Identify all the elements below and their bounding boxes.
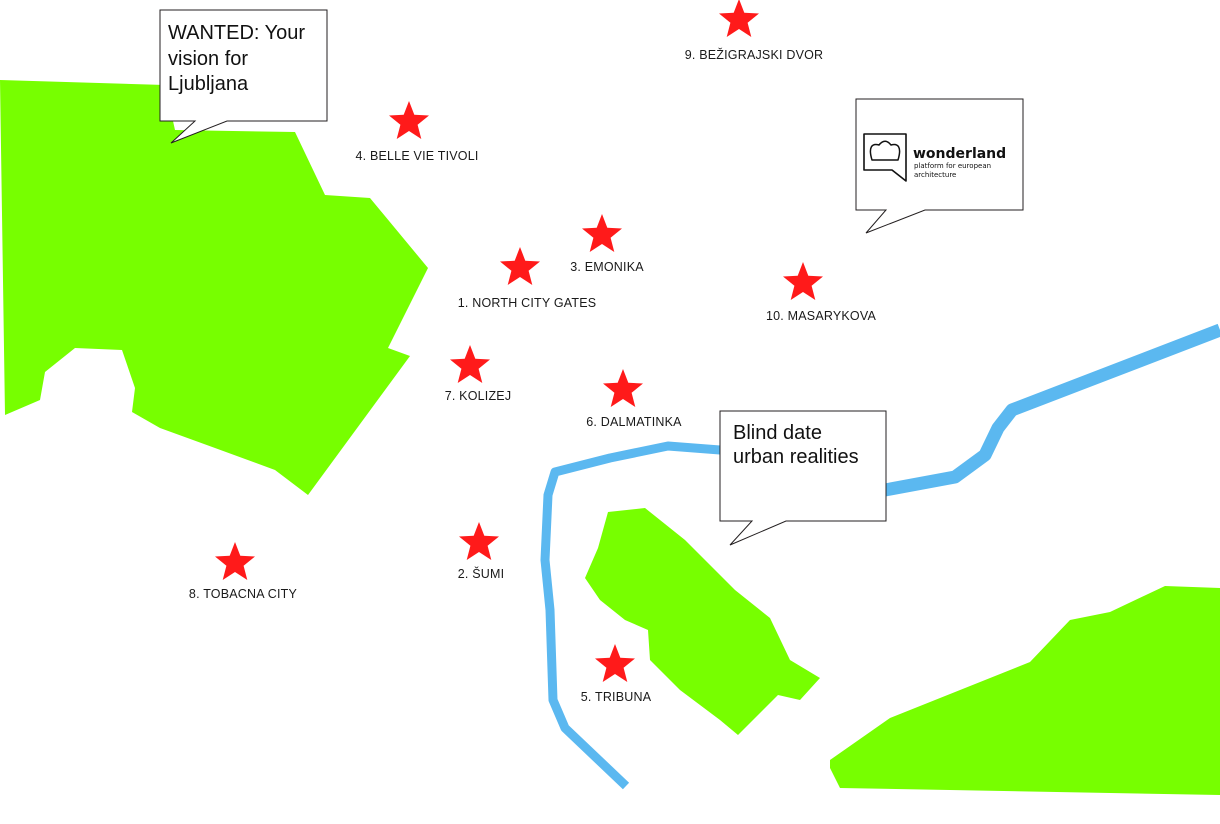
park-castle-hill: [585, 508, 820, 735]
site-label-1: 1. NORTH CITY GATES: [458, 296, 597, 310]
river-ljubljanica: [540, 441, 721, 790]
wanted-line-1: WANTED: Your: [168, 22, 305, 44]
site-marker-8[interactable]: 8. TOBACNA CITY: [189, 542, 298, 601]
site-label-7: 7. KOLIZEJ: [445, 389, 512, 403]
site-marker-1[interactable]: 1. NORTH CITY GATES: [458, 247, 597, 310]
site-label-10: 10. MASARYKOVA: [766, 309, 876, 323]
star-icon[interactable]: [719, 0, 759, 37]
site-marker-2[interactable]: 2. ŠUMI: [458, 522, 505, 581]
site-label-3: 3. EMONIKA: [570, 260, 644, 274]
park-tivoli: [0, 80, 428, 495]
wonderland-speech-bubble: wonderland platform for european archite…: [855, 98, 1024, 234]
site-marker-4[interactable]: 4. BELLE VIE TIVOLI: [355, 101, 478, 163]
wanted-line-2: vision for: [168, 48, 248, 70]
star-icon[interactable]: [389, 101, 429, 139]
star-icon[interactable]: [450, 345, 490, 383]
wonderland-logo-subtitle-1: platform for european: [914, 162, 991, 170]
river-east: [883, 323, 1220, 497]
site-marker-3[interactable]: 3. EMONIKA: [570, 214, 644, 274]
site-markers: 1. NORTH CITY GATES 2. ŠUMI 3. EMONIKA 4…: [189, 0, 876, 704]
wanted-line-3: Ljubljana: [168, 73, 249, 95]
site-label-4: 4. BELLE VIE TIVOLI: [355, 149, 478, 163]
site-label-8: 8. TOBACNA CITY: [189, 587, 298, 601]
site-marker-5[interactable]: 5. TRIBUNA: [581, 644, 652, 704]
wonderland-logo-icon: [863, 133, 907, 182]
star-icon[interactable]: [783, 262, 823, 300]
blind-date-line-2: urban realities: [733, 446, 859, 468]
park-southeast: [830, 586, 1220, 795]
star-icon[interactable]: [603, 369, 643, 407]
site-marker-7[interactable]: 7. KOLIZEJ: [445, 345, 512, 403]
star-icon[interactable]: [500, 247, 540, 285]
wanted-speech-bubble: WANTED: Your vision for Ljubljana: [159, 9, 328, 144]
site-marker-6[interactable]: 6. DALMATINKA: [586, 369, 682, 429]
wonderland-logo-subtitle-2: architecture: [914, 171, 956, 179]
site-label-5: 5. TRIBUNA: [581, 690, 652, 704]
star-icon[interactable]: [582, 214, 622, 252]
wonderland-logo-title: wonderland: [913, 146, 1006, 162]
blind-date-line-1: Blind date: [733, 422, 822, 444]
star-icon[interactable]: [215, 542, 255, 580]
star-icon[interactable]: [459, 522, 499, 560]
site-label-6: 6. DALMATINKA: [586, 415, 682, 429]
blind-date-speech-bubble: Blind date urban realities: [719, 410, 887, 546]
star-icon[interactable]: [595, 644, 635, 682]
site-marker-9[interactable]: 9. BEŽIGRAJSKI DVOR: [685, 0, 824, 62]
site-label-2: 2. ŠUMI: [458, 566, 505, 581]
site-marker-10[interactable]: 10. MASARYKOVA: [766, 262, 876, 323]
site-label-9: 9. BEŽIGRAJSKI DVOR: [685, 47, 824, 62]
